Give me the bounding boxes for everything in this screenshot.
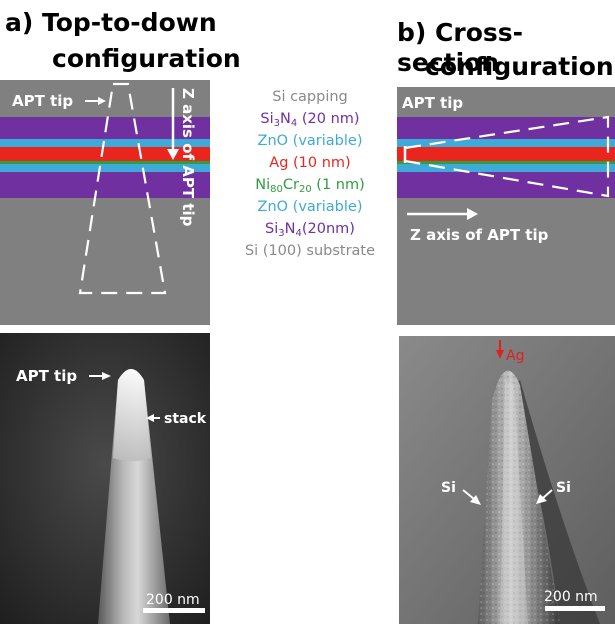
legend-si3n4-bottom: Si3N4(20nm)	[225, 220, 395, 239]
panel-b-si-label-left: Si	[441, 480, 456, 496]
panel-b-title-line2: configuration	[425, 52, 614, 81]
panel-a-sem-tip-label: APT tip	[16, 367, 77, 385]
panel-a-z-axis-label: Z axis of APT tip	[179, 88, 197, 227]
panel-b-tip-outline	[403, 115, 610, 198]
panel-b-si-arrow-left	[462, 489, 481, 505]
panel-a-sem-image: APT tip stack 200 nm	[0, 333, 210, 624]
legend-si3n4-bottom-sub2: 4	[295, 228, 302, 239]
panel-a-schematic: APT tip Z axis of APT tip	[0, 80, 210, 325]
panel-b-schematic-tip-label: APT tip	[402, 94, 463, 112]
panel-a-sem-tip-arrow	[89, 372, 111, 380]
panel-b-sem-dark-shadow	[510, 380, 600, 624]
legend-nicr-sub2: 20	[298, 184, 312, 195]
panel-a-substrate	[0, 80, 210, 325]
panel-b-ag-label: Ag	[506, 348, 524, 364]
panel-b-layer-nicr	[397, 161, 615, 164]
legend-si3n4-top: Si3N4 (20 nm)	[225, 110, 395, 129]
panel-b-sem-center-band	[500, 380, 528, 624]
panel-a-scale-bar	[143, 608, 205, 613]
legend-zno-bottom: ZnO (variable)	[225, 198, 395, 216]
legend-si-capping: Si capping	[225, 88, 395, 106]
panel-a-tip-outline	[78, 82, 167, 295]
panel-a-schematic-tip-label: APT tip	[12, 92, 73, 110]
panel-b-scale-bar	[545, 606, 605, 611]
panel-b-layer-si3n4-bottom	[397, 172, 615, 198]
panel-b-layer-si3n4-top	[397, 117, 615, 139]
legend-nicr-el2: Cr	[282, 177, 299, 193]
panel-a-z-axis-arrow	[167, 88, 179, 160]
legend-nicr: Ni80Cr20 (1 nm)	[225, 176, 395, 195]
panel-b-layer-zno-top	[397, 139, 615, 147]
legend-si-substrate: Si (100) substrate	[225, 242, 395, 260]
panel-b-sem-tip-texture	[478, 370, 560, 624]
panel-b-z-axis-label: Z axis of APT tip	[410, 226, 549, 244]
panel-a-layer-zno-bottom	[0, 164, 210, 172]
legend-si3n4-top-sub1: 3	[273, 118, 281, 129]
legend-si-capping-text: Si capping	[272, 89, 348, 105]
panel-a-scale-bar-label: 200 nm	[146, 592, 200, 608]
panel-b-scale-bar-label: 200 nm	[544, 589, 598, 605]
legend-ag: Ag (10 nm)	[225, 154, 395, 172]
legend-zno-top: ZnO (variable)	[225, 132, 395, 150]
legend-nicr-sub1: 80	[270, 184, 283, 195]
panel-b-si-label-right: Si	[556, 480, 571, 496]
legend-si-substrate-text: Si (100) substrate	[244, 243, 376, 259]
panel-b-z-axis-arrow	[407, 208, 478, 220]
panel-a-layer-si3n4-bottom	[0, 172, 210, 198]
legend-si3n4-top-sub2: 4	[290, 118, 298, 129]
panel-a-layer-ag	[0, 147, 210, 161]
panel-a-sem-tip-cap	[113, 369, 151, 461]
legend-si3n4-bottom-el2: N	[284, 221, 296, 237]
panel-a-stack-arrow	[146, 414, 160, 422]
panel-b-schematic: APT tip Z axis of APT tip	[397, 87, 615, 325]
legend-nicr-rest: (1 nm)	[311, 177, 365, 193]
legend-nicr-el1: Ni	[255, 177, 271, 193]
legend-si3n4-top-rest: (20 nm)	[297, 111, 360, 127]
legend-si3n4-bottom-sub1: 3	[278, 228, 285, 239]
legend-zno-bottom-text: ZnO (variable)	[257, 199, 363, 215]
panel-b-si-arrow-right	[536, 489, 553, 504]
panel-a-tip-pointer-arrow	[85, 97, 106, 105]
panel-a-title-line2: configuration	[52, 44, 241, 73]
legend-ag-text: Ag (10 nm)	[269, 155, 351, 171]
panel-b-layer-zno-bottom	[397, 164, 615, 172]
legend-si3n4-top-el2: N	[280, 111, 291, 127]
panel-a-layer-nicr	[0, 161, 210, 164]
panel-b-ag-arrow	[496, 340, 504, 359]
panel-b-title-line1: b) Cross-section	[397, 18, 524, 77]
legend-si3n4-bottom-el1: Si	[265, 221, 279, 237]
panel-b-sem-image: Ag Si Si 200 nm	[399, 336, 615, 624]
panel-b-layer-ag	[397, 147, 615, 161]
legend-si3n4-bottom-rest: (20nm)	[301, 221, 355, 237]
panel-a-layer-zno-top	[0, 139, 210, 147]
legend-si3n4-top-el1: Si	[260, 111, 274, 127]
legend-zno-top-text: ZnO (variable)	[257, 133, 363, 149]
panel-a-title-line1: a) Top-to-down	[5, 8, 217, 37]
panel-a-stack-label: stack	[164, 411, 207, 427]
